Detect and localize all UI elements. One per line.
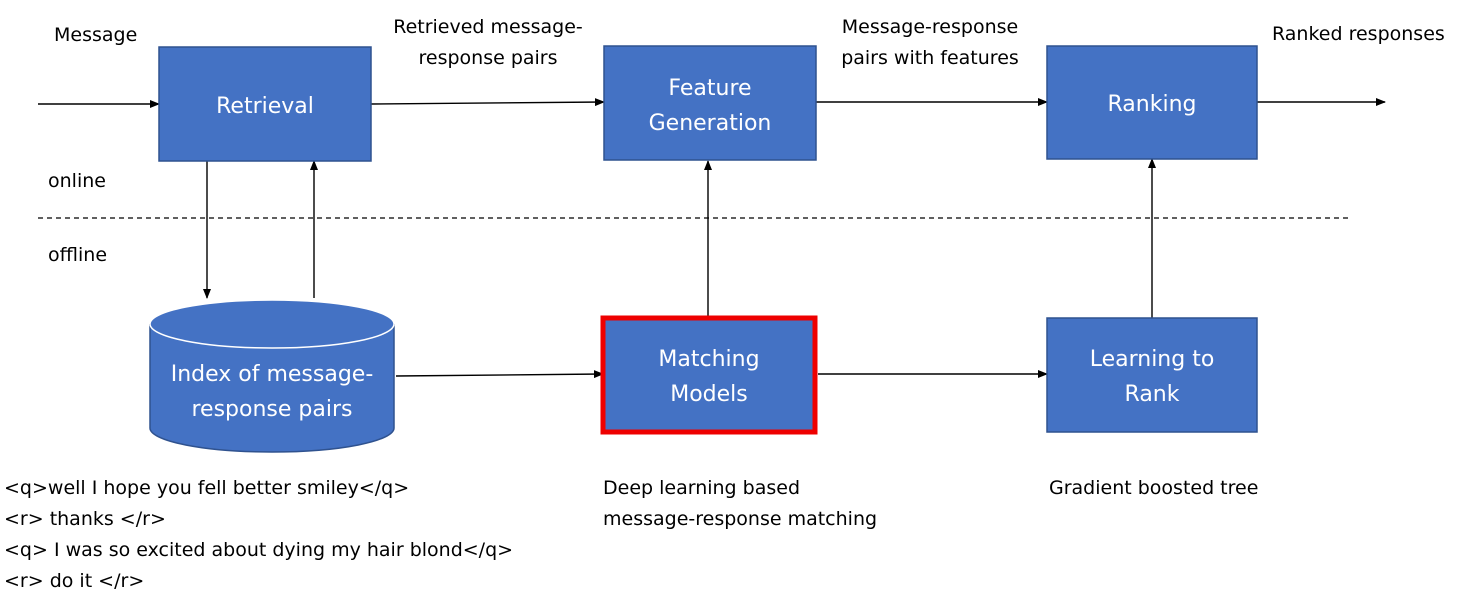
index-database-node: Index of message- response pairs [149, 299, 395, 453]
learning-to-rank-node: Learning to Rank [1046, 317, 1258, 433]
pairs-with-features-label-line-1: Message-response [842, 16, 1018, 38]
learning-to-rank-label-line-2: Rank [1125, 382, 1180, 407]
feature-generation-node: Feature Generation [603, 45, 817, 161]
index-label-line-1: Index of message- [171, 362, 374, 387]
retrieved-pairs-label-line-1: Retrieved message- [393, 16, 583, 38]
matching-models-node: Matching Models [600, 315, 818, 435]
retrieved-pairs-label-line-2: response pairs [418, 47, 557, 69]
index-example-line-3: <q> I was so excited about dying my hair… [4, 539, 513, 561]
feature-generation-label-line-2: Generation [649, 111, 772, 136]
retrieval-label: Retrieval [216, 94, 314, 119]
online-section-label: online [48, 170, 106, 192]
feature-generation-label-line-1: Feature [668, 76, 751, 101]
matching-models-label-line-2: Models [670, 382, 748, 407]
index-label-line-2: response pairs [192, 397, 353, 422]
pairs-with-features-label-line-2: pairs with features [841, 47, 1019, 69]
ranking-label: Ranking [1108, 92, 1197, 117]
retrieval-node: Retrieval [158, 46, 372, 162]
learning-to-rank-label-line-1: Learning to [1090, 347, 1215, 372]
arrow-index-to-matching-models [395, 370, 604, 379]
learning-to-rank-description: Gradient boosted tree [1049, 477, 1258, 499]
message-edge-label: Message [54, 24, 137, 46]
index-example-line-2: <r> thanks </r> [4, 508, 166, 530]
ranking-node: Ranking [1046, 45, 1258, 160]
matching-description-line-2: message-response matching [603, 508, 877, 530]
matching-models-label-line-1: Matching [658, 347, 759, 372]
ranked-responses-label: Ranked responses [1272, 23, 1445, 45]
offline-section-label: offline [48, 244, 107, 266]
matching-description-line-1: Deep learning based [603, 477, 800, 499]
arrow-retrieval-to-feature-generation [370, 98, 605, 107]
index-example-line-1: <q>well I hope you fell better smiley</q… [4, 477, 409, 499]
index-example-line-4: <r> do it </r> [4, 570, 144, 592]
